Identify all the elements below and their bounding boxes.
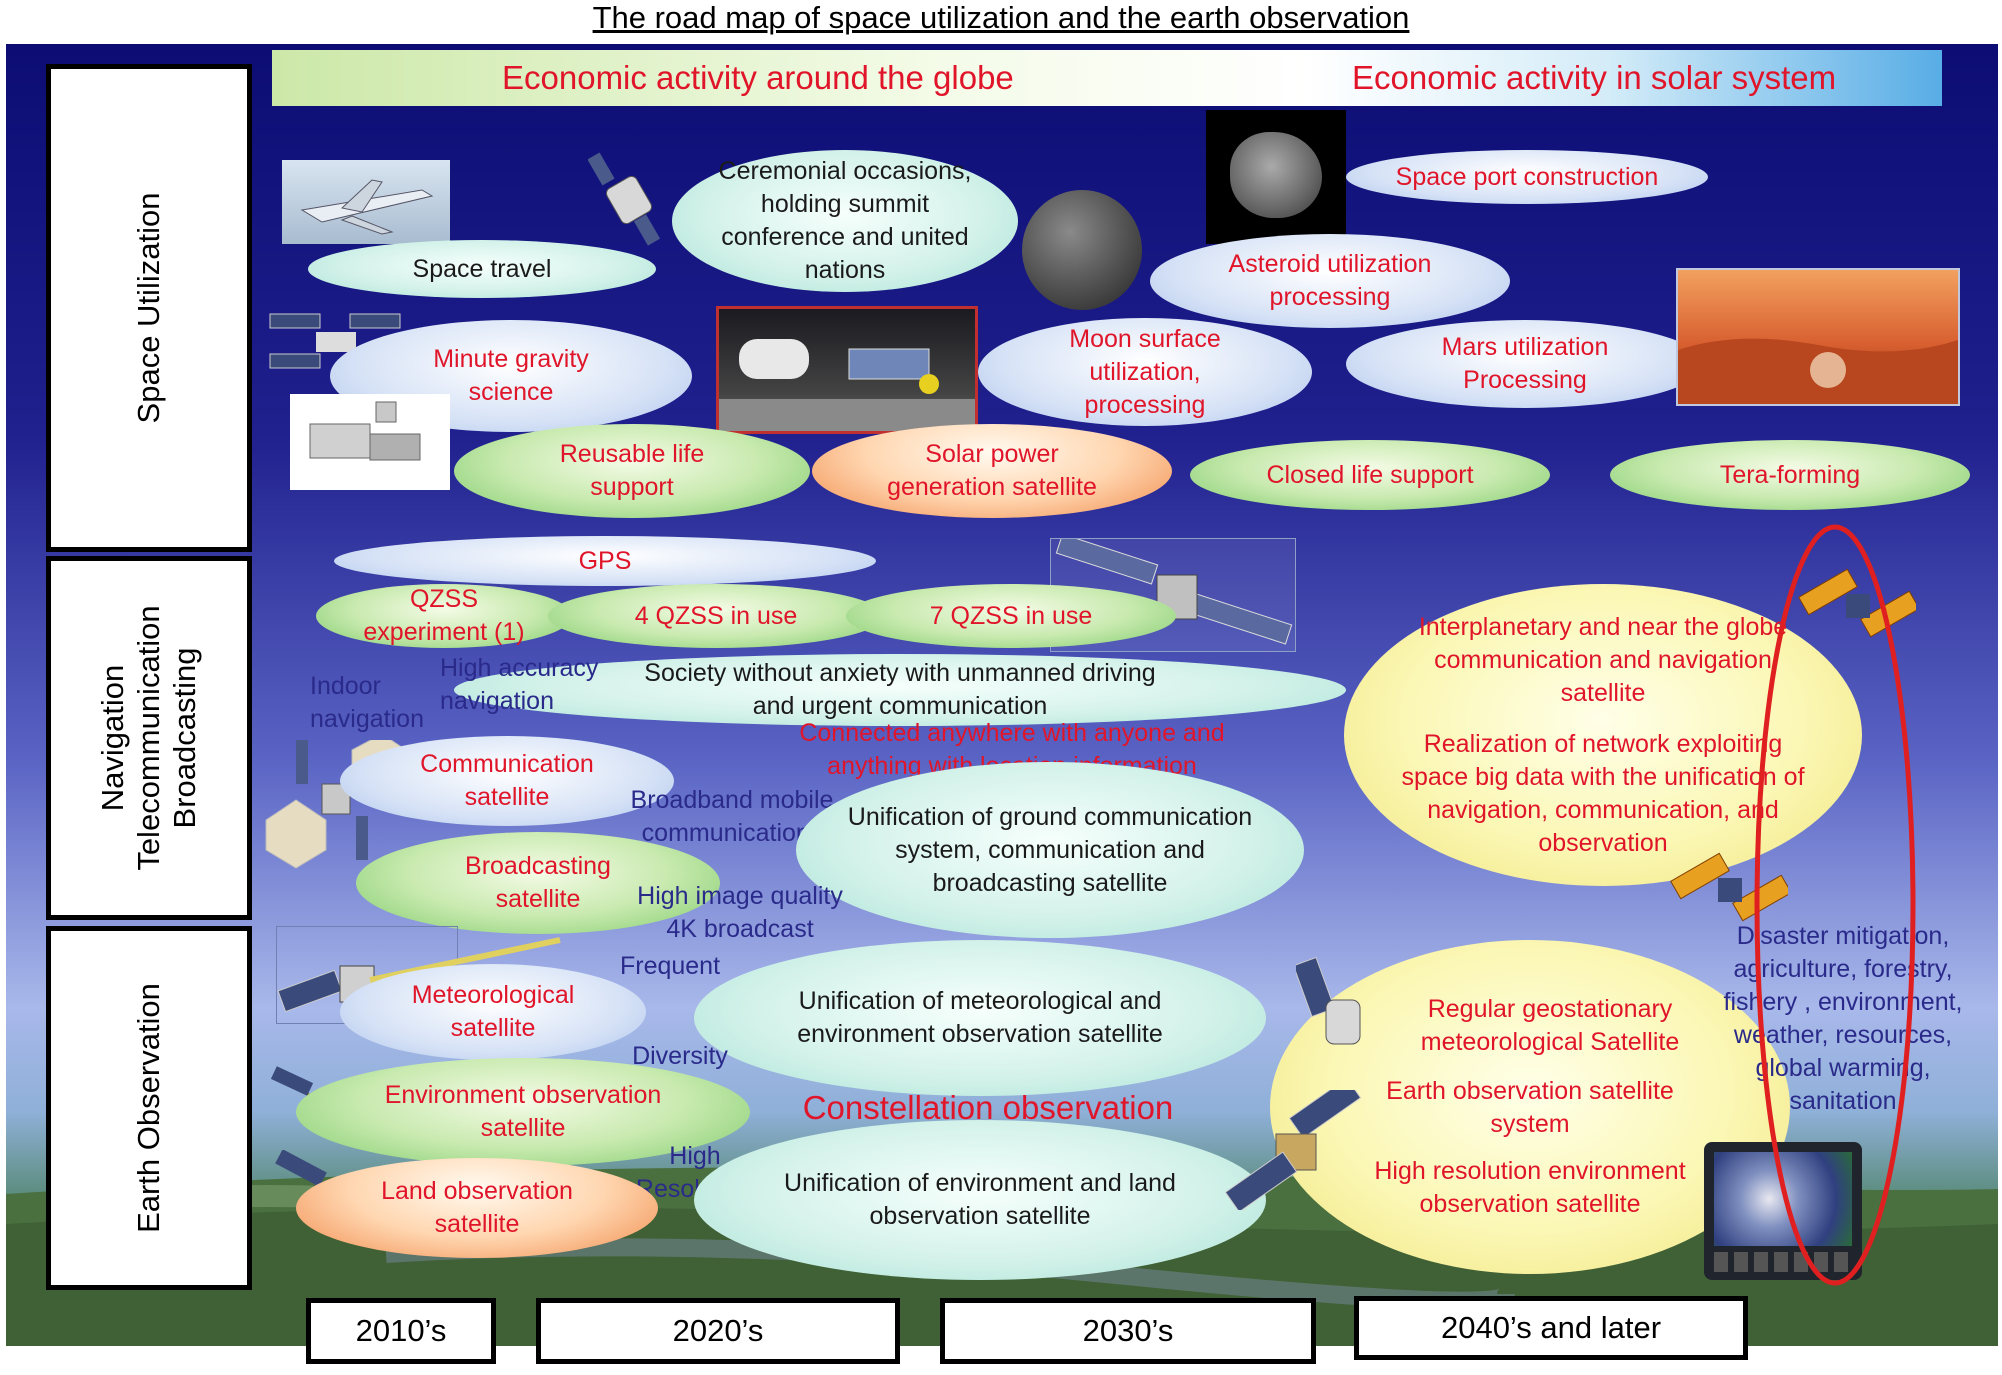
page-title: The road map of space utilization and th… [592,0,1410,35]
smartphone-weather-photo [1704,1142,1862,1280]
broadcasting-satellite-ellipse: Broadcasting satellite [356,832,720,934]
minute-gravity-ellipse: Minute gravity science [330,320,692,432]
space-port-ellipse: Space port construction [1346,150,1708,204]
spaceplane-icon [300,179,434,235]
gps-ellipse: GPS [334,536,876,586]
qzss-7-ellipse: 7 QZSS in use [846,584,1176,648]
unification-ground-ellipse: Unification of ground communication syst… [796,762,1304,938]
decade-2020s: 2020’s [536,1298,900,1364]
broadband-mobile-label: Broadband mobile communications [630,786,834,847]
realization-network-text: Realization of network exploiting space … [1401,729,1805,857]
closed-life-support-ellipse: Closed life support [1190,440,1550,510]
high-image-quality-label: High image quality 4K broadcast [637,882,843,943]
unification-environment-land-ellipse: Unification of environment and land obse… [694,1120,1266,1280]
interplanetary-ellipse: Interplanetary and near the globe commun… [1344,584,1862,886]
decade-2030s: 2030’s [940,1298,1316,1364]
space-travel-ellipse: Space travel [308,240,656,298]
lab-module-icon [309,401,421,461]
asteroid-icon [1230,132,1322,218]
indoor-navigation-label: Indoor navigation [310,672,424,733]
row-label-navigation-line1: Navigation [95,664,130,812]
banner-right-text: Economic activity in solar system [1352,59,1837,96]
constellation-observation-label: Constellation observation [802,1089,1174,1126]
high-resolution-environment-text: High resolution environment observation … [1374,1157,1686,1218]
capsule-satellite-icon [588,152,661,246]
communication-satellite-ellipse: Communication satellite [340,736,674,826]
meteorological-satellite-ellipse: Meteorological satellite [340,964,646,1060]
tera-forming-ellipse: Tera-forming [1610,440,1970,510]
spaceplane-photo [282,160,450,244]
frequent-label: Frequent [619,952,721,980]
row-label-navigation-line3: Broadcasting [167,647,202,829]
asteroid-photo [1206,110,1346,244]
regular-geostationary-text: Regular geostationary meteorological Sat… [1420,995,1680,1056]
society-ellipse: Society without anxiety with unmanned dr… [454,654,1346,726]
asteroid-utilization-ellipse: Asteroid utilization processing [1150,234,1510,328]
weather-map-icon [1714,1152,1852,1246]
earth-observation-future-ellipse: Regular geostationary meteorological Sat… [1270,940,1790,1274]
moon-surface-ellipse: Moon surface utilization, processing [978,318,1312,426]
land-observation-ellipse: Land observation satellite [296,1158,658,1258]
highlight-oval [1754,524,1916,1286]
phone-keys [1714,1252,1852,1272]
lab-module-photo [290,394,450,490]
qzss-experiment-ellipse: QZSS experiment (1) [316,584,572,648]
decade-2040s-and-later: 2040’s and later [1354,1296,1748,1360]
mars-utilization-ellipse: Mars utilization Processing [1346,320,1704,408]
environment-observation-ellipse: Environment observation satellite [296,1058,750,1166]
ceremonial-ellipse: Ceremonial occasions, holding summit con… [672,150,1018,292]
high-accuracy-navigation-label: High accuracy navigation [440,654,599,715]
mars-photo [1676,268,1960,406]
row-label-navigation: Navigation Telecommunication Broadcastin… [46,556,252,920]
qzss-4-ellipse: 4 QZSS in use [548,584,884,648]
row-label-space-utilization: Space Utilization [46,64,252,552]
row-label-earth-observation: Earth Observation [46,926,252,1290]
moon-base-icon [719,339,975,431]
row-label-navigation-line2: Telecommunication [131,605,166,871]
moon-icon [1022,190,1142,310]
decade-2010s: 2010’s [306,1298,496,1364]
earth-observation-satellite-icon [1224,1090,1362,1210]
unification-meteorological-ellipse: Unification of meteorological and enviro… [694,940,1266,1096]
diversity-label: Diversity [632,1042,728,1070]
earth-observation-system-text: Earth observation satellite system [1386,1077,1674,1138]
banner: Economic activity around the globe Econo… [272,50,1942,106]
nav-satellite-icon [1798,568,1916,638]
interplanetary-text: Interplanetary and near the globe commun… [1418,612,1788,707]
solar-power-satellite-ellipse: Solar power generation satellite [812,424,1172,518]
relay-satellite-icon [1670,852,1788,922]
banner-left-text: Economic activity around the globe [502,59,1014,96]
mars-base-icon [1678,338,1958,404]
reusable-life-support-ellipse: Reusable life support [454,424,810,518]
moon-base-photo [716,306,978,434]
geostationary-satellite-icon [1296,956,1361,1045]
